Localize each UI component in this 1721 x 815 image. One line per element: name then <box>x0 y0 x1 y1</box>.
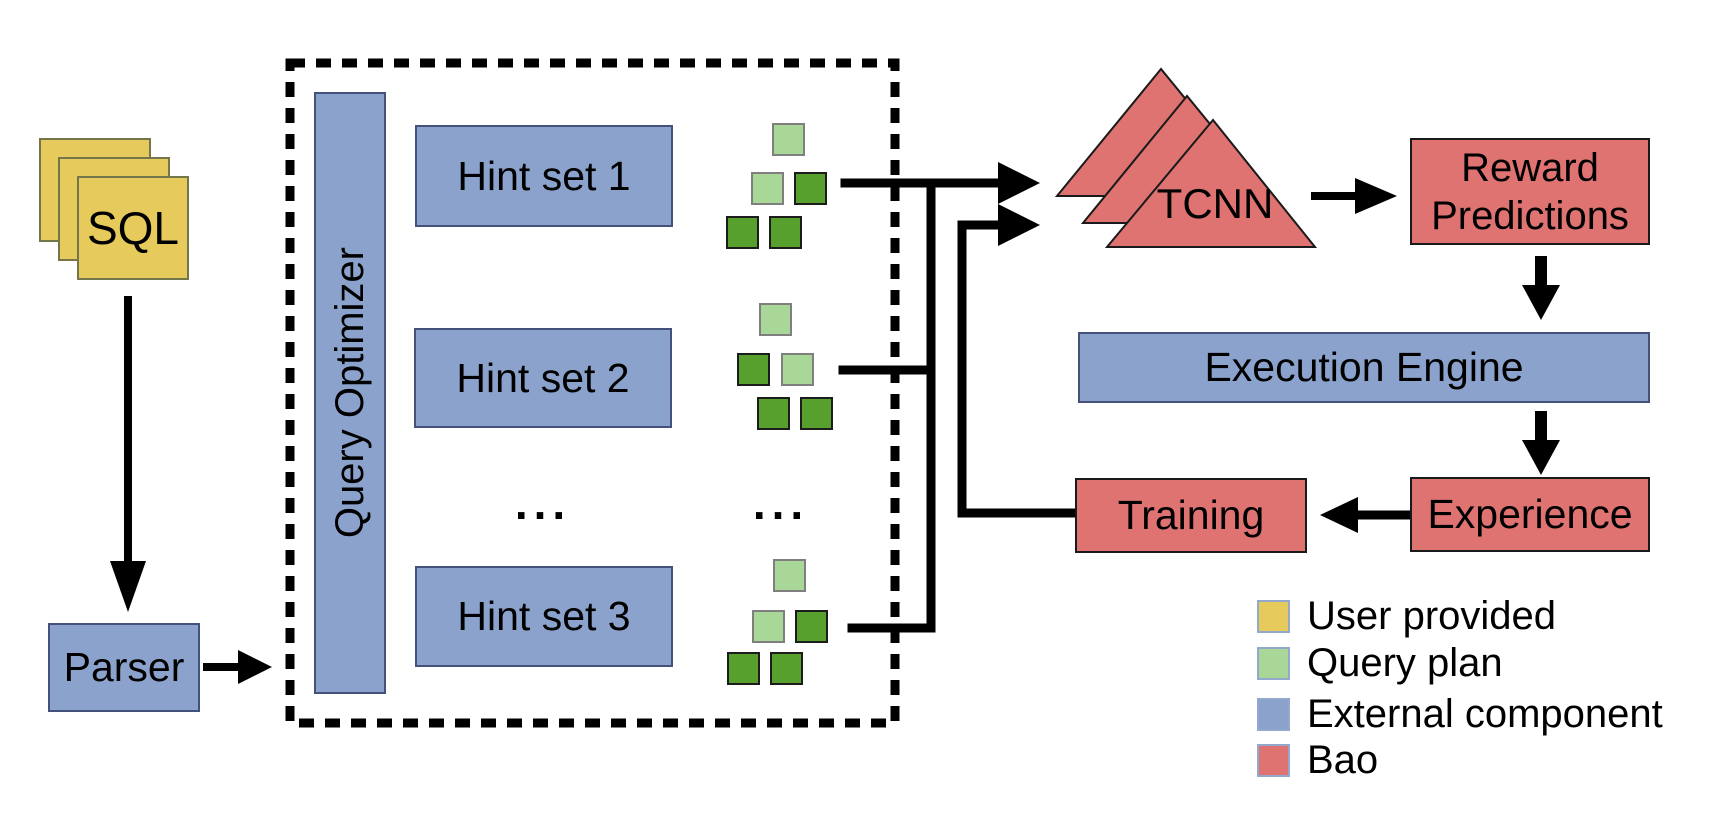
query-optimizer-bar: Query Optimizer <box>314 92 386 694</box>
plan-node <box>773 559 806 592</box>
plan-node <box>781 353 814 386</box>
reward-predictions-box: Reward Predictions <box>1410 138 1650 245</box>
tcnn-triangle-front <box>1104 118 1318 248</box>
legend-label-user-provided: User provided <box>1307 593 1557 638</box>
training-label: Training <box>1117 492 1265 538</box>
execution-engine-box: Execution Engine <box>1078 332 1650 403</box>
plan-node <box>737 353 770 386</box>
legend-row-user-provided: User provided <box>1257 593 1557 638</box>
legend-row-query-plan: Query plan <box>1257 640 1503 685</box>
hint-set-1-label: Hint set 1 <box>457 152 631 199</box>
legend-row-bao: Bao <box>1257 737 1379 782</box>
query-optimizer-label: Query Optimizer <box>327 247 372 539</box>
reward-predictions-label: Reward Predictions <box>1431 145 1629 238</box>
legend-label-external-component: External component <box>1307 691 1663 736</box>
plan-node <box>727 652 760 685</box>
legend-chip-user-provided <box>1257 599 1290 633</box>
hint-set-1-box: Hint set 1 <box>415 125 673 227</box>
parser-box: Parser <box>48 623 200 712</box>
hint-set-2-box: Hint set 2 <box>414 328 672 428</box>
plan-node <box>752 610 785 643</box>
legend-label-bao: Bao <box>1307 737 1379 782</box>
legend-chip-external-component <box>1257 697 1290 731</box>
sql-card-front: SQL <box>77 176 189 280</box>
experience-box: Experience <box>1410 477 1650 552</box>
legend-row-external-component: External component <box>1257 691 1663 736</box>
hint-set-2-label: Hint set 2 <box>456 354 630 401</box>
plan-node <box>726 216 759 249</box>
tcnn-label: TCNN <box>1156 180 1274 227</box>
optimizer-dashed-boundary <box>285 58 900 728</box>
hint-set-3-label: Hint set 3 <box>457 593 631 639</box>
plan-node <box>759 303 792 336</box>
experience-label: Experience <box>1427 491 1633 537</box>
parser-label: Parser <box>63 644 185 690</box>
training-box: Training <box>1075 478 1307 553</box>
plan-node <box>772 123 805 156</box>
plan-node <box>757 397 790 430</box>
legend-chip-query-plan <box>1257 646 1290 680</box>
plan-node <box>751 172 784 205</box>
plan-node <box>770 652 803 685</box>
legend-chip-bao <box>1257 743 1290 777</box>
hint-sets-ellipsis: ... <box>514 477 572 529</box>
execution-engine-label: Execution Engine <box>1204 344 1524 390</box>
legend-label-query-plan: Query plan <box>1307 640 1503 685</box>
plan-node <box>794 172 827 205</box>
plan-node <box>769 216 802 249</box>
query-plans-ellipsis: ... <box>752 477 810 529</box>
plan-node <box>795 610 828 643</box>
plan-node <box>800 397 833 430</box>
sql-label: SQL <box>86 202 180 254</box>
hint-set-3-box: Hint set 3 <box>415 566 673 667</box>
arrow-training-to-tcnn <box>957 220 1080 518</box>
